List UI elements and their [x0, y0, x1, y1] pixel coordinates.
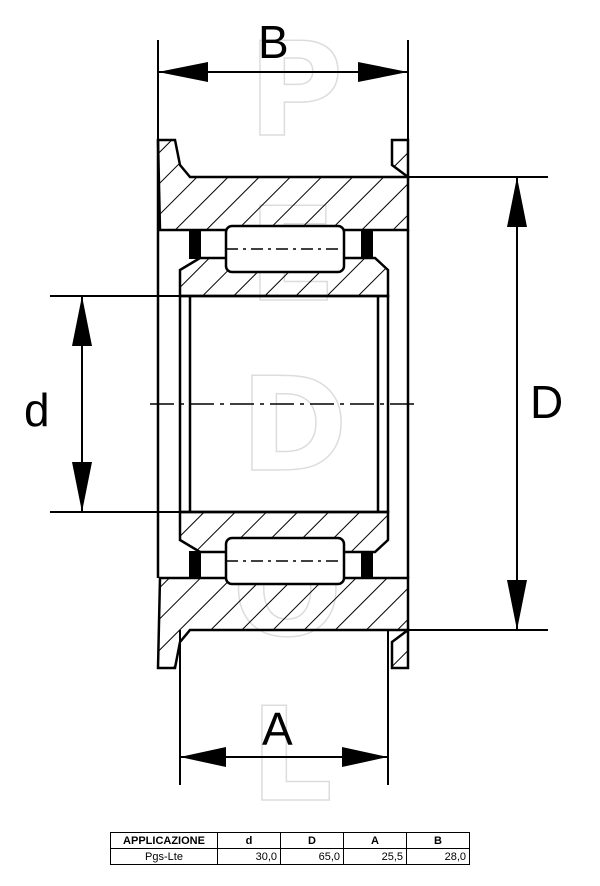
roller-top [224, 224, 346, 274]
column-header: D [280, 832, 344, 849]
roller-bottom [224, 536, 346, 586]
bearing-section-drawing: P E D O L [24, 13, 563, 830]
dimension-table: APPLICAZIONE d D A B Pgs-Lte 30,0 65,0 2… [110, 832, 470, 865]
table-cell: 25,5 [343, 848, 407, 865]
table-cell: 28,0 [406, 848, 470, 865]
bore [150, 230, 420, 578]
column-header: A [343, 832, 407, 849]
table-cell: 30,0 [217, 848, 281, 865]
dimension-label-B: B [258, 16, 289, 68]
watermark-letter: L [250, 679, 333, 830]
table-cell: Pgs-Lte [110, 848, 218, 865]
watermark-letter: D [240, 349, 348, 501]
table-row: Pgs-Lte 30,0 65,0 25,5 28,0 [110, 848, 470, 865]
outer-ring-top [156, 138, 410, 232]
seals [189, 229, 373, 579]
table-cell: 65,0 [280, 848, 344, 865]
extension-lines [50, 40, 548, 785]
dimension-lines [72, 62, 527, 767]
dimension-label-d: d [24, 384, 50, 436]
column-header: B [406, 832, 470, 849]
column-header: d [217, 832, 281, 849]
dimension-label-D: D [530, 376, 563, 428]
dimension-label-A: A [262, 703, 293, 755]
table-header-row: APPLICAZIONE d D A B [110, 832, 470, 849]
watermark-letter: P [248, 14, 343, 166]
outer-ring-bottom [156, 576, 410, 670]
column-header: APPLICAZIONE [110, 832, 218, 849]
